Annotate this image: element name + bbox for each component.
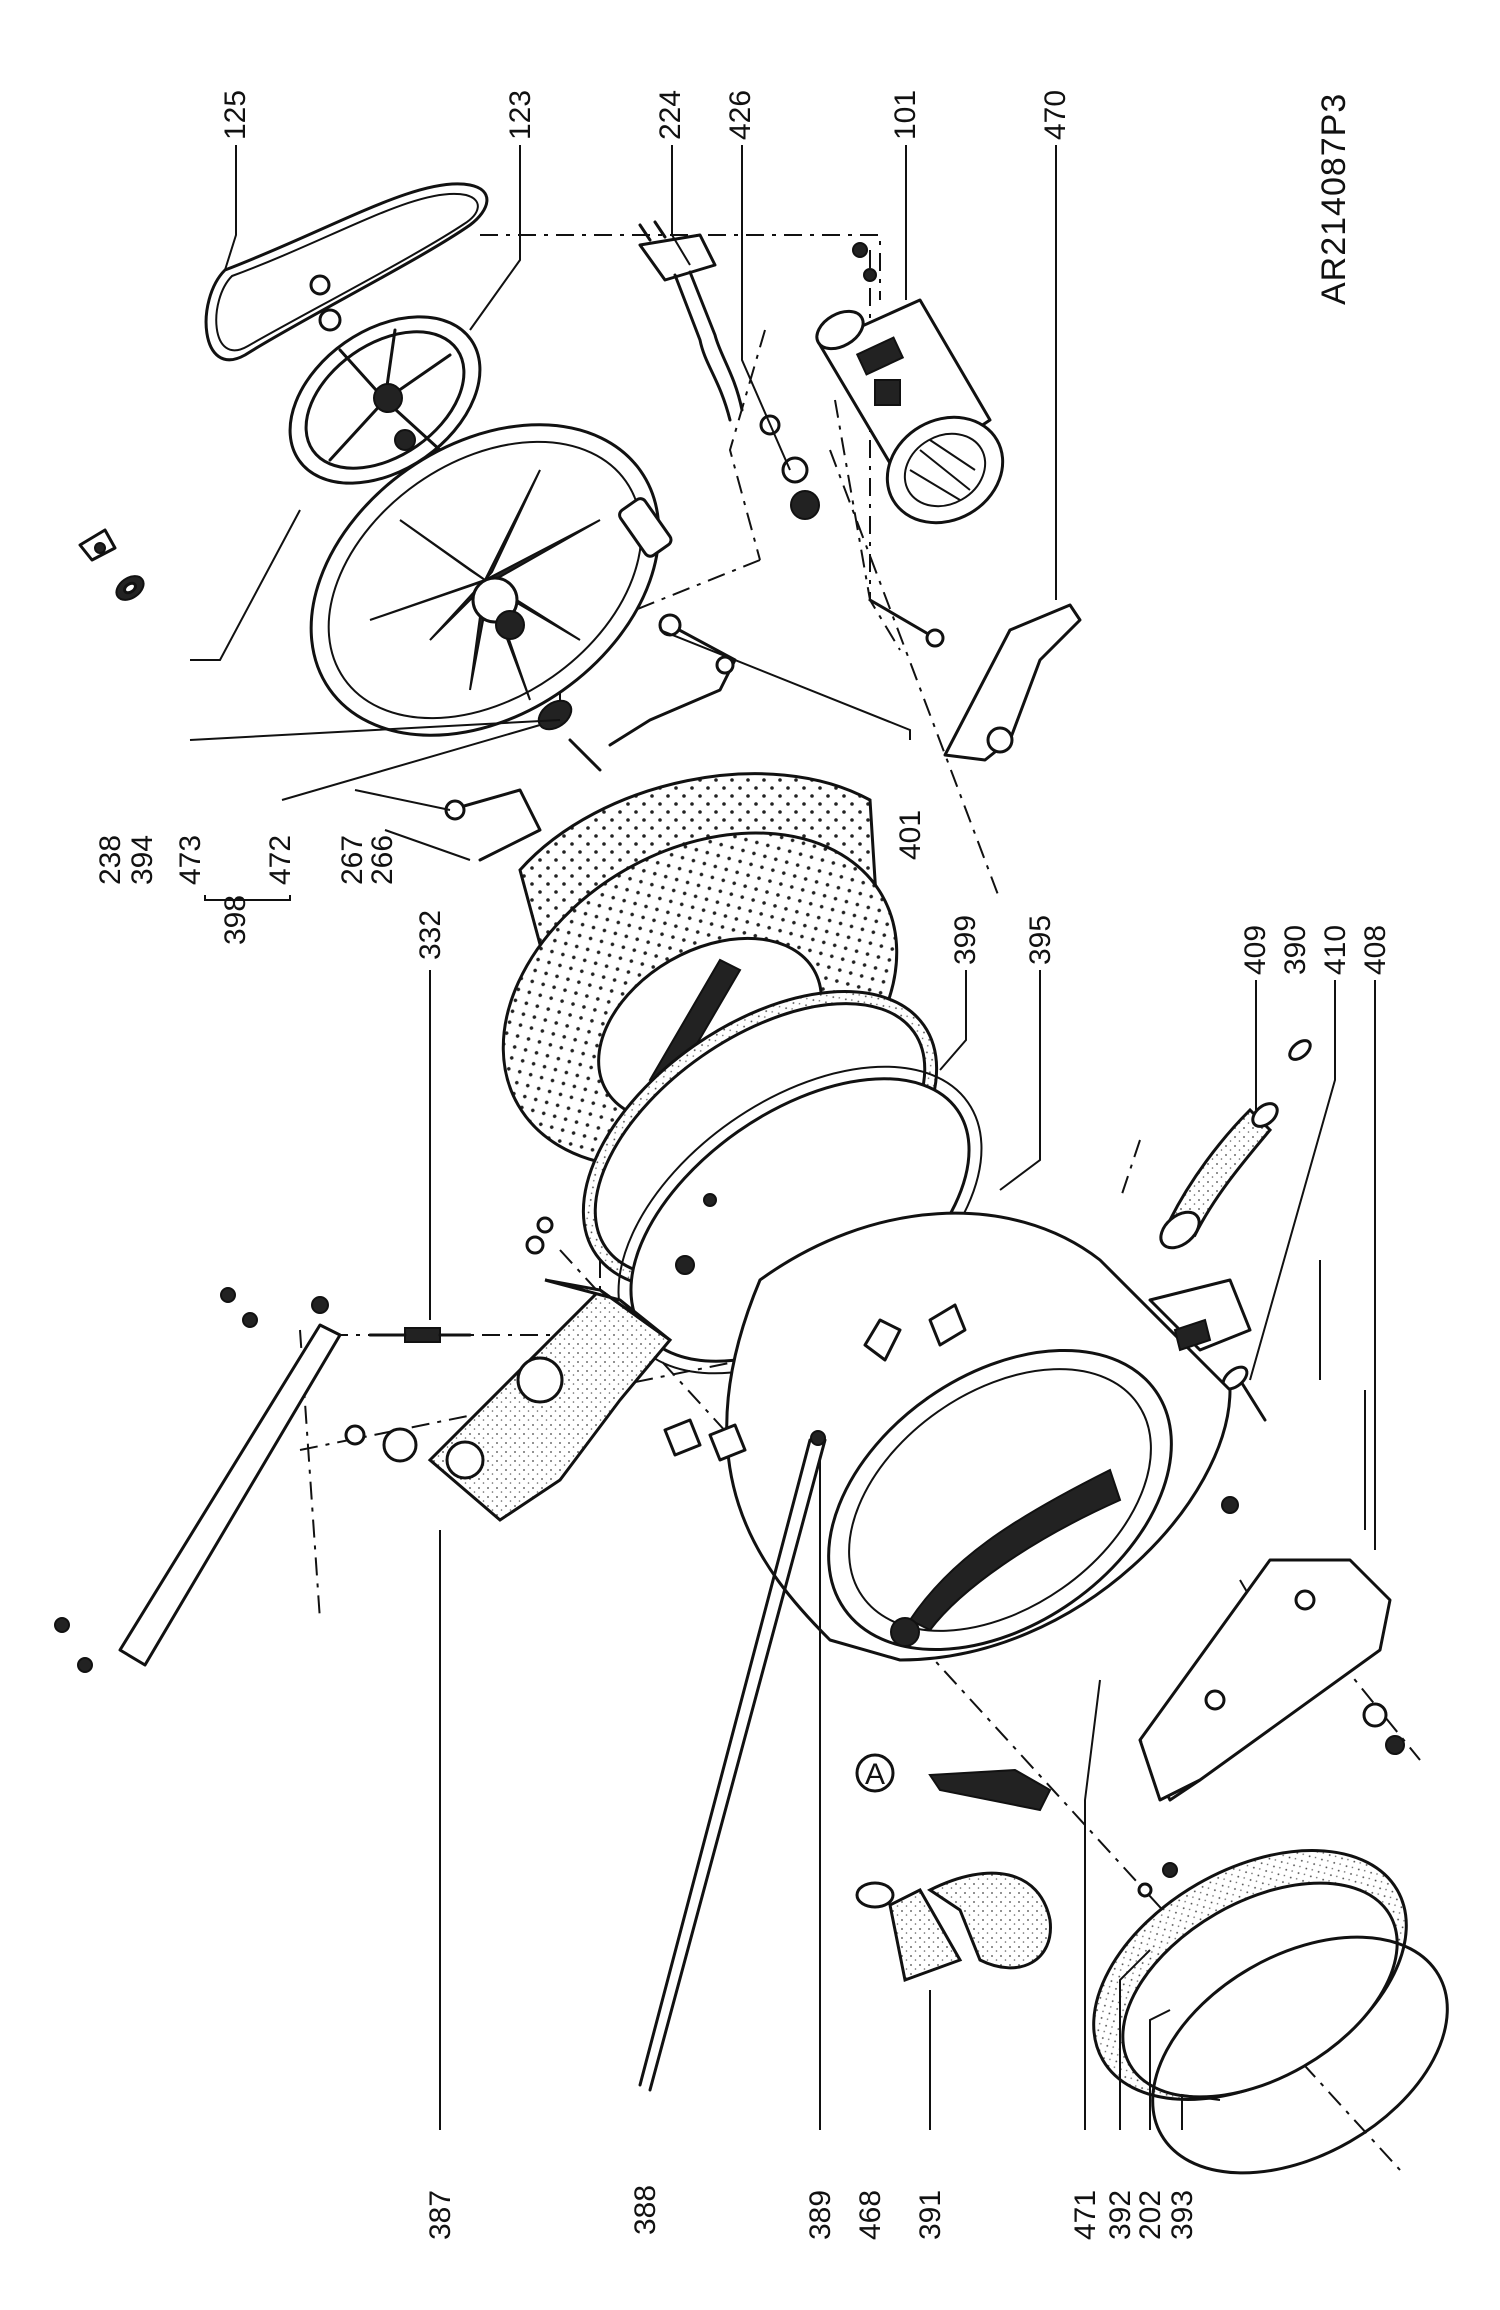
rear-tub-473 [309,423,673,737]
counterweight-387 [344,1278,673,1522]
door-seal-392-202-393 [1092,1849,1449,2175]
callout-a: A [855,1753,895,1793]
label-388: 388 [629,2185,662,2235]
drive-belt-125 [204,182,489,362]
hose-clamp-390 [1288,1039,1312,1061]
label-leaders [189,145,1376,2130]
drum-seals-399-395 [581,990,983,1375]
label-399: 399 [949,915,982,965]
label-389: 389 [804,2190,837,2240]
label-398: 398 [219,895,252,945]
drain-hose-391 [888,1768,1052,1983]
shock-absorber-401 [608,613,737,747]
label-238: 238 [94,835,127,885]
diagram-code: AR214087P3 [1315,93,1353,305]
label-332: 332 [414,910,447,960]
label-390: 390 [1279,925,1312,975]
front-tub-471 [725,1211,1252,1662]
washer-nut-top [309,274,342,332]
label-472: 472 [264,835,297,885]
bearing-parts-238-394 [78,528,145,601]
label-387: 387 [424,2190,457,2240]
part-labels: 125 123 224 426 101 470 238 394 473 398 … [94,90,1392,2240]
rods-388-389 [638,1430,827,2092]
label-468: 468 [854,2190,887,2240]
callout-a-letter: A [865,1758,885,1791]
heater-element-224 [638,220,744,422]
label-401: 401 [894,810,927,860]
counterweight-408 [1138,1558,1405,1802]
label-408: 408 [1359,925,1392,975]
tub-hose-409 [1159,1102,1279,1250]
label-266: 266 [366,835,399,885]
label-473: 473 [174,835,207,885]
label-393: 393 [1166,2190,1199,2240]
spring-332 [368,1327,472,1343]
top-rail [54,1287,342,1673]
label-125: 125 [219,90,252,140]
label-426: 426 [724,90,757,140]
small-fittings [525,1216,967,1462]
label-391: 391 [914,2190,947,2240]
drum-pulley-123 [288,315,482,485]
label-470: 470 [1039,90,1072,140]
motor-bracket-470 [943,603,1082,762]
bearing-472 [537,699,602,772]
label-471: 471 [1069,2190,1102,2240]
label-409: 409 [1239,925,1272,975]
washers-426 [759,414,820,520]
label-392: 392 [1104,2190,1137,2240]
label-410: 410 [1319,925,1352,975]
label-123: 123 [504,90,537,140]
label-224: 224 [654,90,687,140]
label-202: 202 [1134,2190,1167,2240]
label-101: 101 [889,90,922,140]
label-395: 395 [1024,915,1057,965]
motor-101 [815,242,1005,648]
label-394: 394 [126,835,159,885]
label-267: 267 [336,835,369,885]
hose-clamp-468 [855,1881,895,1909]
